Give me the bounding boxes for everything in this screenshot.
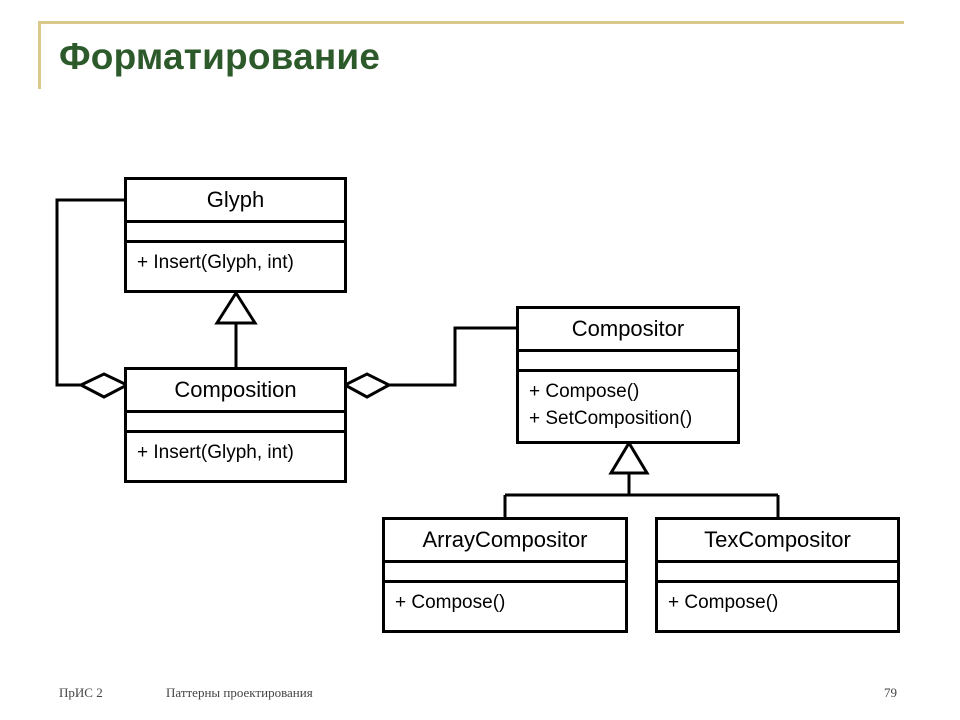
class-glyph: Glyph + Insert(Glyph, int) [124, 177, 347, 293]
class-tex-compositor: TexCompositor + Compose() [655, 517, 900, 633]
operations-compartment: + Compose() [658, 583, 897, 616]
operations-compartment: + Insert(Glyph, int) [127, 243, 344, 276]
operations-compartment: + Insert(Glyph, int) [127, 433, 344, 466]
operations-compartment: + Compose() + SetComposition() [519, 372, 737, 432]
compositor-generalization-arrowhead [608, 440, 650, 475]
left-rule [38, 21, 41, 89]
class-name: Composition [127, 370, 344, 413]
operation: + Compose() [668, 592, 779, 613]
operation: + Insert(Glyph, int) [137, 252, 294, 273]
operations-compartment: + Compose() [385, 583, 625, 616]
class-compositor: Compositor + Compose() + SetComposition(… [516, 306, 740, 444]
footer-course: ПрИС 2 [59, 685, 103, 700]
operation: + SetComposition() [529, 408, 693, 429]
page-number: 79 [884, 685, 897, 700]
class-name: ArrayCompositor [385, 520, 625, 563]
glyph-generalization-arrowhead [214, 290, 258, 325]
attributes-compartment [127, 413, 344, 433]
operation: + Compose() [395, 592, 506, 613]
attributes-compartment [127, 223, 344, 243]
top-rule [38, 21, 904, 24]
class-name: Compositor [519, 309, 737, 352]
glyph-aggregation-diamond [77, 372, 131, 399]
slide-title: Форматирование [59, 36, 381, 77]
attributes-compartment [658, 563, 897, 583]
class-name: TexCompositor [658, 520, 897, 563]
footer-topic: Паттерны проектирования [166, 685, 313, 700]
compositor-aggregation-diamond [341, 372, 393, 399]
operation: + Insert(Glyph, int) [137, 442, 294, 463]
class-array-compositor: ArrayCompositor + Compose() [382, 517, 628, 633]
glyph-aggregation-line [55, 198, 125, 387]
compositor-aggregation-line [389, 326, 517, 387]
attributes-compartment [385, 563, 625, 583]
attributes-compartment [519, 352, 737, 372]
operation: + Compose() [529, 381, 640, 402]
class-composition: Composition + Insert(Glyph, int) [124, 367, 347, 483]
class-name: Glyph [127, 180, 344, 223]
